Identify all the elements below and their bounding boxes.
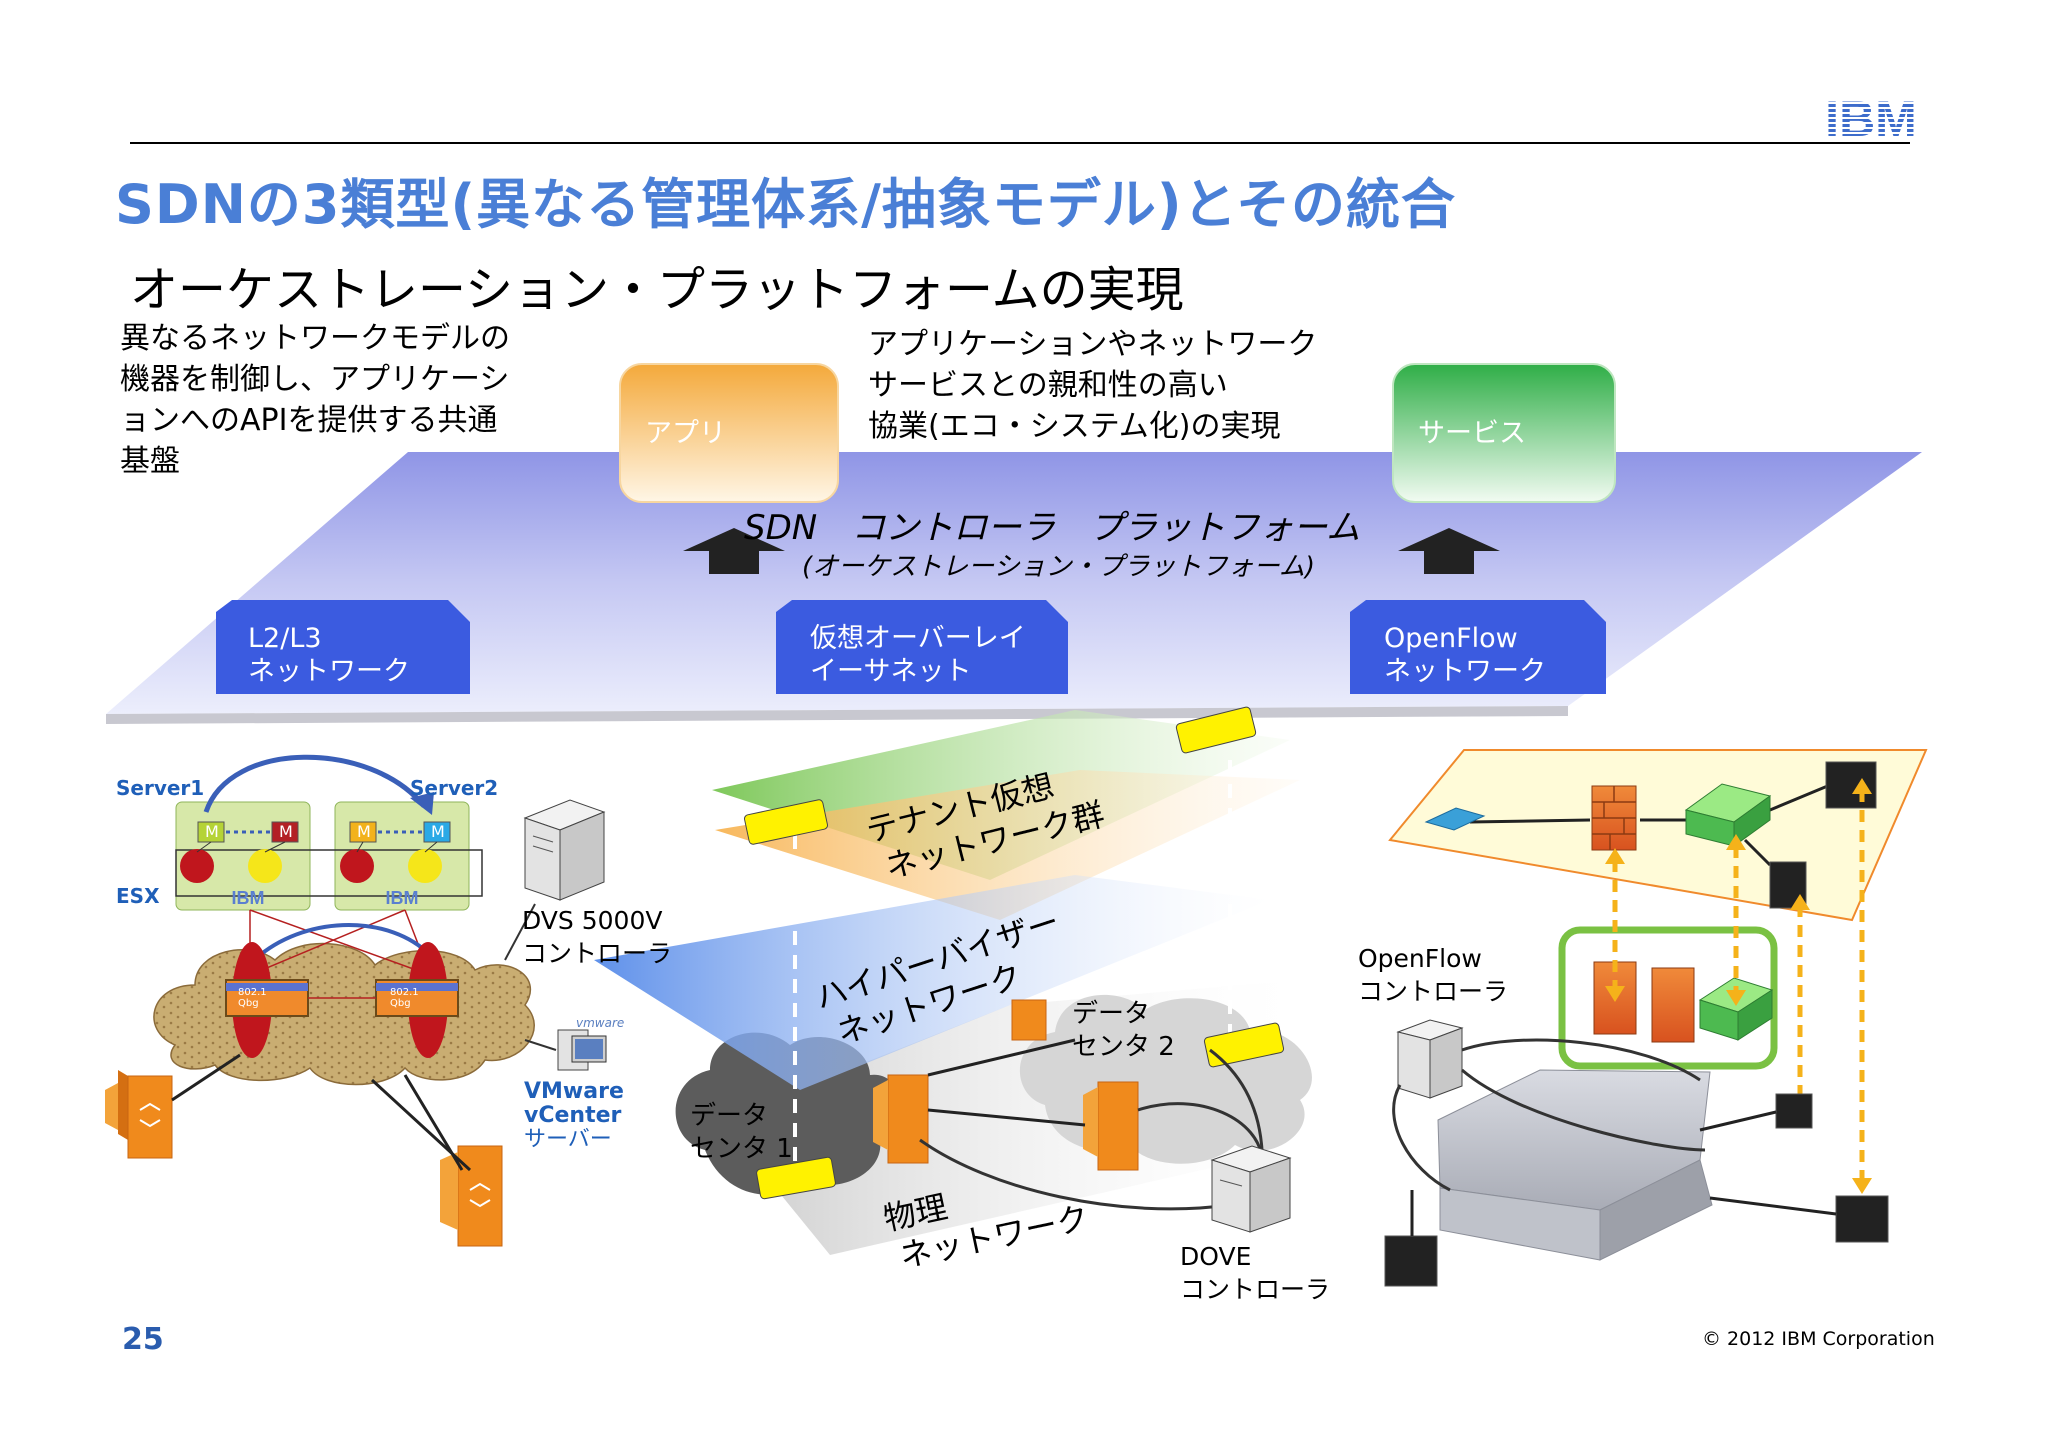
left-description-line: 異なるネットワークモデルの (120, 321, 510, 356)
openflow-controller-label-line1: OpenFlow (1358, 944, 1482, 973)
tab-l2l3-label: L2/L3 ネットワーク (248, 622, 410, 688)
switch-label: 802.1 Qbg (238, 987, 267, 1009)
network-switch-icon (1011, 999, 1047, 1041)
center-description-line: アプリケーションやネットワーク (868, 327, 1318, 362)
m-label: M (431, 822, 445, 841)
dove-label-line2: コントローラ (1180, 1275, 1331, 1304)
dvs-label: DVS 5000V コントローラ (522, 904, 672, 970)
ibm-logo-text: IBM (232, 888, 265, 908)
dc2-label-line1: データ (1072, 999, 1151, 1029)
tab-openflow (1350, 600, 1606, 694)
up-arrow-icon (1398, 528, 1500, 574)
dove-label-line1: DOVE (1180, 1242, 1252, 1271)
page-title: SDNの3類型(異なる管理体系/抽象モデル)とその統合 (115, 173, 1456, 236)
m-label: M (205, 822, 219, 841)
m-label: M (357, 822, 371, 841)
left-description-line: 機器を制御し、アプリケーシ (120, 362, 510, 397)
dc1-label: データ センタ 1 (690, 1100, 793, 1166)
right-diagram (1384, 749, 1928, 1287)
tab-overlay-line2: イーサネット (810, 656, 972, 687)
tab-overlay-label: 仮想オーバーレイ イーサネット (810, 622, 1026, 688)
switch-label-line2: Qbg (238, 998, 259, 1009)
header-rule (130, 142, 1910, 144)
service-box-label: サービス (1418, 418, 1526, 449)
app-box-label: アプリ (645, 418, 726, 449)
tab-openflow-line2: ネットワーク (1384, 656, 1546, 687)
ibm-logo: IBM (1808, 91, 1934, 147)
switch-label-line2: Qbg (390, 998, 411, 1009)
vmware-logo: vmware (576, 1016, 625, 1030)
center-description-line: 協業(エコ・システム化)の実現 (868, 409, 1281, 444)
rack-server-icon (1825, 761, 1877, 809)
dvs-server-icon (523, 799, 606, 901)
vcenter-label-line2: vCenter (524, 1103, 622, 1128)
tab-openflow-line1: OpenFlow (1384, 623, 1518, 654)
network-switch-icon (1083, 1081, 1139, 1171)
page-number: 25 (122, 1322, 164, 1357)
center-description: アプリケーションやネットワーク サービスとの親和性の高い 協業(エコ・システム化… (868, 324, 1317, 447)
network-switch-icon (1424, 807, 1486, 831)
service-box (1392, 363, 1616, 503)
network-switch-icon (440, 1145, 503, 1247)
rack-server-icon (1835, 1195, 1889, 1243)
dvs-label-line1: DVS 5000V (522, 906, 663, 935)
openflow-controller-label-line2: コントローラ (1358, 977, 1509, 1006)
dc2-label-line2: センタ 2 (1072, 1032, 1175, 1062)
vcenter-label: VMware vCenter サーバー (524, 1080, 624, 1152)
network-switch-icon (873, 1074, 929, 1164)
left-description-line: ョンへのAPIを提供する共通 (120, 403, 498, 438)
tab-l2l3-line2: ネットワーク (248, 656, 410, 687)
center-description-line: サービスとの親和性の高い (868, 368, 1228, 403)
platform-sublabel: (オーケストレーション・プラットフォーム) (802, 552, 1315, 582)
dc1-label-line1: データ (690, 1101, 769, 1131)
esx-label: ESX (116, 884, 160, 908)
dc2-label: データ センタ 2 (1072, 998, 1175, 1064)
tab-openflow-label: OpenFlow ネットワーク (1384, 622, 1546, 688)
copyright: © 2012 IBM Corporation (1702, 1328, 1935, 1350)
left-diagram: IBM IBM (105, 754, 607, 1247)
dc1-label-line2: センタ 1 (690, 1134, 793, 1164)
app-box (619, 363, 839, 503)
rack-server-icon (1384, 1235, 1438, 1287)
openflow-controller-icon (1396, 1019, 1464, 1099)
datacenter-cloud (675, 1032, 902, 1195)
switch-label-line1: 802.1 (238, 987, 267, 998)
up-arrow-icon (683, 528, 785, 574)
m-label: M (279, 822, 293, 841)
page-subtitle: オーケストレーション・プラットフォームの実現 (130, 262, 1184, 318)
center-diagram (594, 706, 1312, 1255)
dove-server-icon (1210, 1145, 1292, 1233)
left-description-line: 基盤 (120, 444, 180, 479)
dove-label: DOVE コントローラ (1180, 1240, 1330, 1306)
tab-l2l3 (216, 600, 470, 694)
dvs-label-line2: コントローラ (522, 939, 673, 968)
platform-label: SDN コントローラ プラットフォーム (744, 508, 1361, 548)
tab-overlay (776, 600, 1068, 694)
network-switch-icon (105, 1070, 173, 1159)
left-description: 異なるネットワークモデルの 機器を制御し、アプリケーシ ョンへのAPIを提供する… (120, 318, 510, 482)
switch-label: 802.1 Qbg (390, 987, 419, 1009)
server2-label: Server2 (410, 776, 499, 800)
tab-l2l3-line1: L2/L3 (248, 623, 322, 654)
switch-label-line1: 802.1 (390, 987, 419, 998)
tab-overlay-line1: 仮想オーバーレイ (810, 623, 1026, 654)
network-cloud (153, 942, 535, 1086)
vcenter-server-icon (557, 1029, 607, 1071)
ibm-logo-text: IBM (386, 888, 419, 908)
server1-label: Server1 (116, 776, 205, 800)
vcenter-label-line1: VMware (524, 1079, 624, 1104)
rack-server-icon (1775, 1093, 1813, 1129)
firewall-icon (1591, 785, 1637, 851)
vcenter-label-line3: サーバー (524, 1127, 612, 1152)
openflow-controller-label: OpenFlow コントローラ (1358, 942, 1508, 1008)
ibm-logo-text: IBM (1825, 94, 1917, 140)
